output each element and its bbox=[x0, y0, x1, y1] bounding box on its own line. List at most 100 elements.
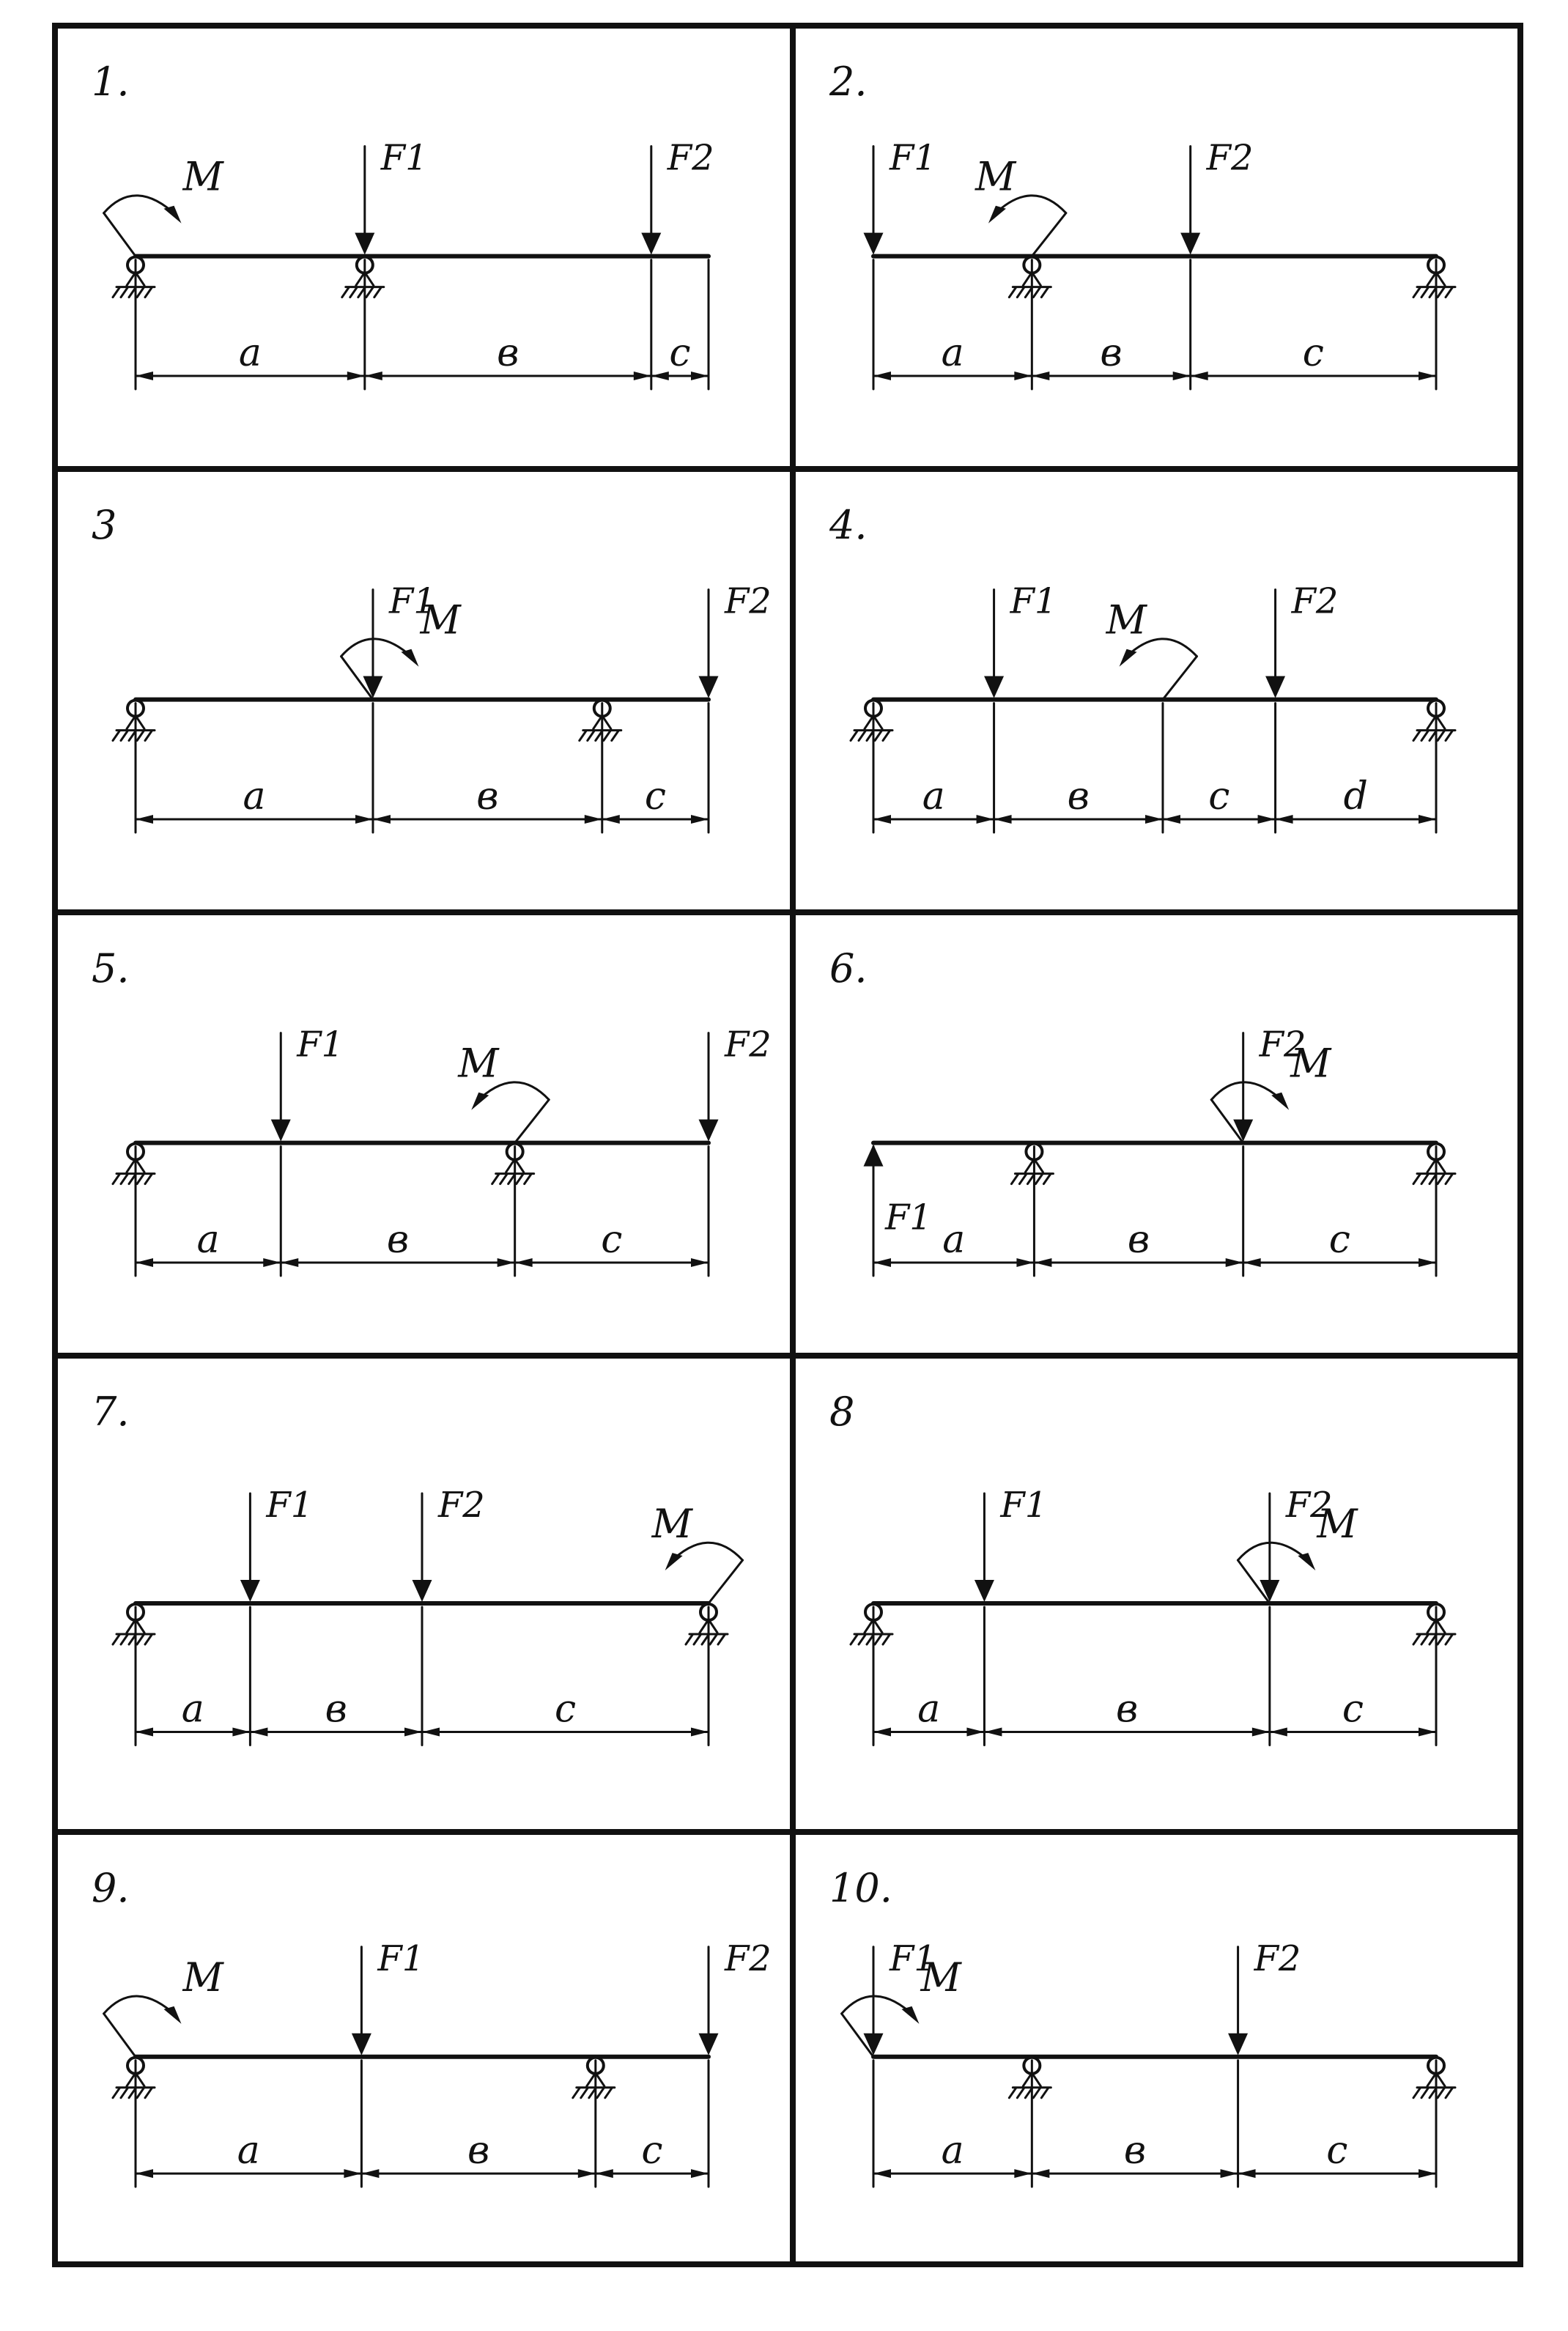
support-hatch bbox=[1412, 730, 1421, 742]
segment-label-в: в bbox=[1128, 1218, 1150, 1262]
support-hatch bbox=[610, 730, 620, 742]
force-label: F2 bbox=[724, 1024, 772, 1065]
support-leg bbox=[592, 714, 604, 731]
support-hatch bbox=[1436, 730, 1446, 742]
support-leg bbox=[1426, 714, 1438, 731]
pin-support bbox=[1412, 698, 1457, 742]
support-hatch bbox=[111, 287, 121, 299]
moment-arc bbox=[1236, 1541, 1312, 1565]
moment-stem bbox=[103, 212, 137, 258]
support-leg bbox=[1426, 2072, 1438, 2088]
force-f1: F1 bbox=[355, 138, 428, 255]
support-hatch bbox=[1436, 287, 1446, 299]
support-leg bbox=[134, 2072, 146, 2088]
force-arrowhead bbox=[240, 1580, 260, 1602]
moment-arc bbox=[103, 1995, 178, 2018]
dimension-arrow bbox=[994, 814, 1012, 824]
problem-number: 3 bbox=[92, 502, 117, 548]
force-arrowhead bbox=[698, 2033, 719, 2055]
support-hatch bbox=[119, 1173, 129, 1186]
moment-m: M bbox=[651, 1501, 744, 1605]
support-leg bbox=[1021, 2072, 1033, 2088]
frame-outline bbox=[52, 23, 1523, 2267]
support-leg bbox=[585, 2072, 597, 2088]
support-hatch bbox=[684, 1633, 694, 1646]
support-hatch bbox=[144, 287, 153, 299]
dimension-arrow bbox=[691, 2169, 709, 2179]
support-hatch bbox=[119, 287, 129, 299]
dimension-arrow bbox=[1014, 371, 1032, 380]
support-leg bbox=[1435, 1158, 1446, 1174]
moment-arrowhead bbox=[471, 1092, 489, 1110]
dimension-arrow bbox=[136, 814, 153, 824]
support-hatch bbox=[1436, 1633, 1446, 1646]
support-leg bbox=[872, 1618, 884, 1634]
dimension-arrow bbox=[1419, 2169, 1436, 2179]
support-hatch bbox=[373, 287, 382, 299]
force-f1: F1 bbox=[351, 1938, 424, 2055]
segment-label-a: a bbox=[942, 1218, 965, 1262]
moment-stem bbox=[1236, 1559, 1271, 1605]
pin-support bbox=[849, 698, 894, 742]
support-hatch bbox=[1420, 287, 1430, 299]
moment-m: M bbox=[103, 1954, 225, 2058]
support-hatch bbox=[349, 287, 358, 299]
moment-arc bbox=[340, 638, 415, 661]
pin-support bbox=[572, 2055, 616, 2099]
pin-support bbox=[1007, 2055, 1052, 2099]
support-hatch bbox=[1412, 1633, 1421, 1646]
force-label: F2 bbox=[1206, 138, 1254, 179]
support-hatch bbox=[365, 287, 374, 299]
force-label: F2 bbox=[724, 581, 772, 622]
segment-label-c: c bbox=[1208, 775, 1229, 819]
moment-label: M bbox=[1290, 1041, 1332, 1087]
support-hatch bbox=[119, 2087, 129, 2099]
support-hatch bbox=[857, 730, 867, 742]
support-leg bbox=[125, 1158, 137, 1174]
moment-arrowhead bbox=[163, 205, 182, 224]
dimension-arrow bbox=[691, 1257, 709, 1267]
dimension-arrow bbox=[1257, 814, 1276, 824]
force-arrowhead bbox=[1265, 676, 1286, 698]
support-hatch bbox=[596, 2087, 605, 2099]
dimension-arrow bbox=[250, 1727, 268, 1737]
support-hatch bbox=[1444, 287, 1454, 299]
segment-label-d: d bbox=[1344, 775, 1368, 819]
dimension-arrow bbox=[1032, 2169, 1050, 2179]
support-leg bbox=[1024, 1158, 1035, 1174]
segment-label-a: a bbox=[239, 331, 262, 375]
dimension-arrow bbox=[1034, 1257, 1052, 1267]
support-leg bbox=[1435, 1618, 1446, 1634]
force-label: F1 bbox=[884, 1197, 932, 1238]
moment-arrowhead bbox=[665, 1553, 683, 1571]
moment-arrowhead bbox=[1298, 1553, 1316, 1571]
moment-arrowhead bbox=[1271, 1092, 1290, 1110]
dimension-arrow bbox=[364, 371, 382, 380]
segment-label-a: a bbox=[942, 331, 964, 375]
dimension-arrow bbox=[1269, 1727, 1287, 1737]
force-label: F1 bbox=[380, 138, 428, 179]
support-hatch bbox=[1034, 1173, 1043, 1186]
force-f2: F2 bbox=[698, 1024, 772, 1142]
support-hatch bbox=[881, 1633, 891, 1646]
dimension-arrow bbox=[1016, 1257, 1035, 1267]
segment-label-a: a bbox=[917, 1688, 940, 1732]
force-arrowhead bbox=[363, 676, 383, 698]
support-hatch bbox=[578, 730, 588, 742]
force-f2: F2 bbox=[698, 581, 772, 698]
dimension-arrow bbox=[1419, 371, 1436, 380]
moment-m: M bbox=[340, 597, 462, 701]
force-arrowhead bbox=[984, 676, 1005, 698]
support-leg bbox=[1030, 271, 1042, 287]
support-hatch bbox=[1010, 1173, 1019, 1186]
force-arrowhead bbox=[270, 1119, 291, 1142]
support-leg bbox=[1426, 271, 1438, 287]
dimension-arrow bbox=[1172, 371, 1191, 380]
segment-label-c: c bbox=[1329, 1218, 1350, 1262]
